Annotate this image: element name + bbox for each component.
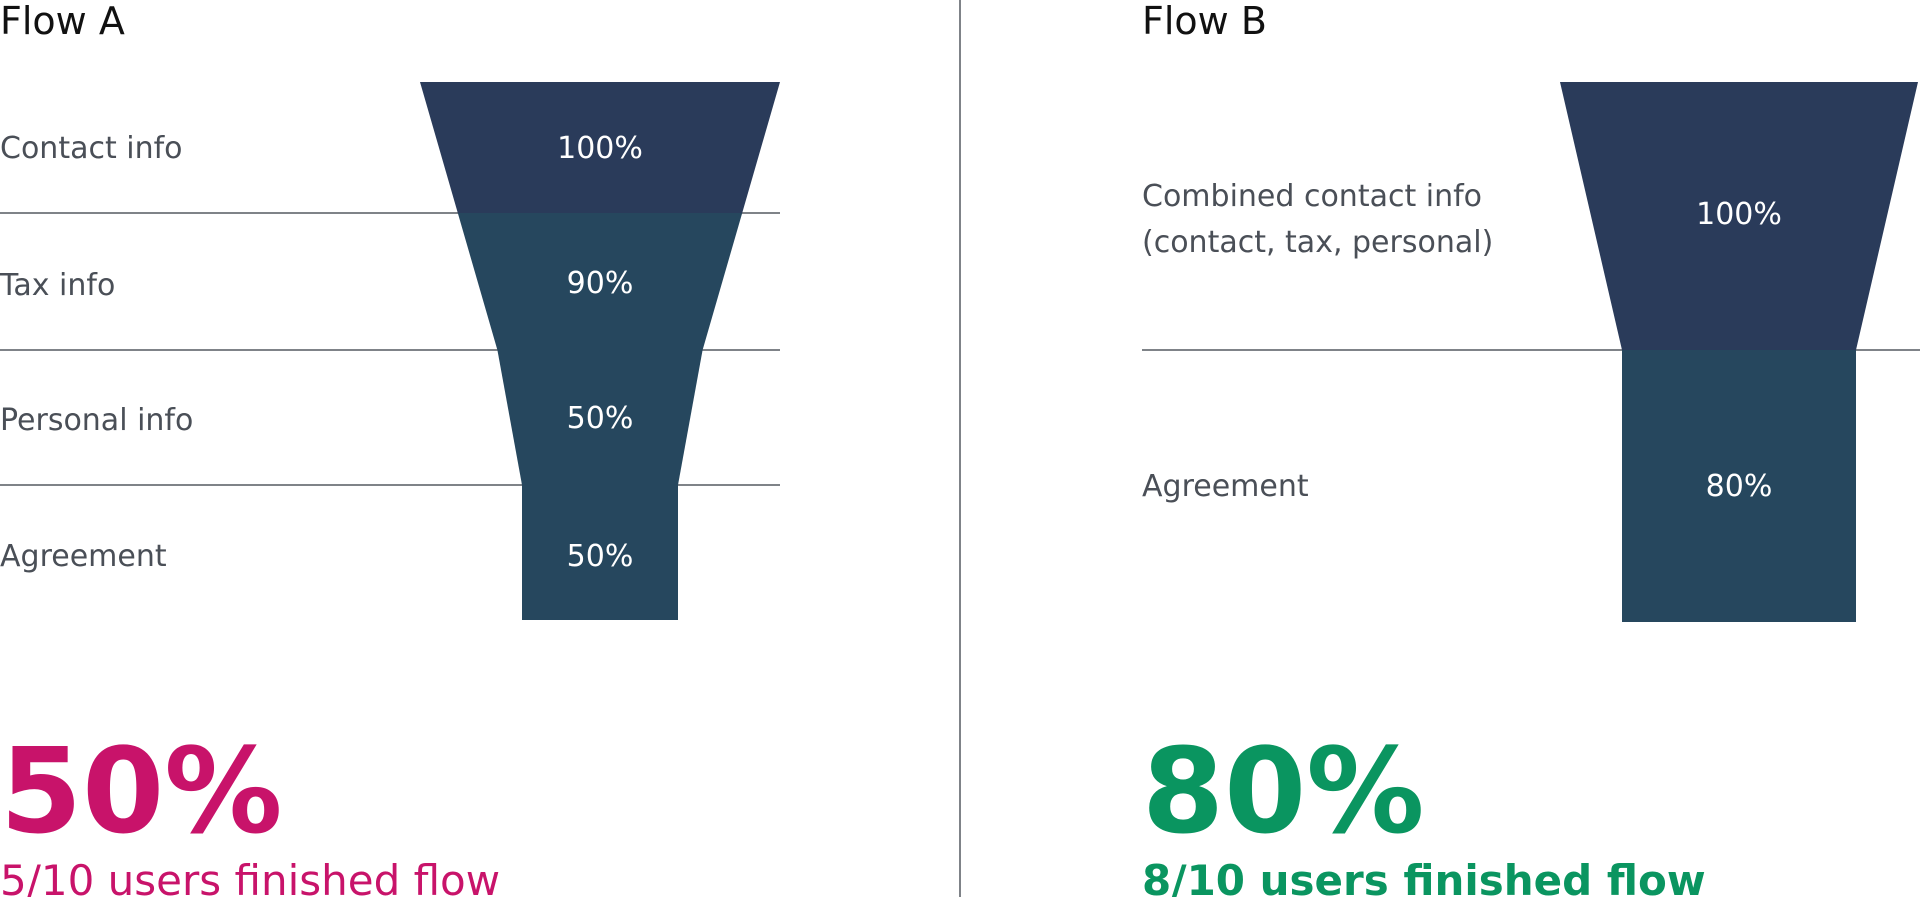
flow-a-completion-rate: 50% bbox=[0, 722, 282, 860]
flow-a-stage-value: 100% bbox=[557, 131, 643, 166]
flow-a-stage-label: Agreement bbox=[0, 539, 167, 574]
flow-a-stage-label: Contact info bbox=[0, 131, 183, 166]
flow-b-funnel-segment bbox=[1622, 350, 1856, 622]
flow-a-stage-label: Tax info bbox=[0, 268, 115, 303]
flow-a-stage-value: 90% bbox=[567, 266, 634, 301]
flow-b-completion-caption: 8/10 users finished flow bbox=[1142, 856, 1706, 897]
flow-a-funnel-segment bbox=[522, 485, 678, 620]
flow-a-stage-value: 50% bbox=[567, 401, 634, 436]
flow-a-title: Flow A bbox=[0, 0, 125, 43]
flow-a-panel: Flow A Contact info Tax info Personal in… bbox=[0, 0, 780, 897]
flow-b-funnel bbox=[1560, 82, 1918, 622]
flow-a-stage-value: 50% bbox=[567, 539, 634, 574]
flow-b-completion-rate: 80% bbox=[1142, 722, 1424, 860]
flow-a-funnel bbox=[420, 82, 780, 620]
flow-a-funnel-segment bbox=[457, 213, 743, 350]
flow-a-completion-caption: 5/10 users finished flow bbox=[0, 856, 500, 897]
flow-a-funnel-segment bbox=[497, 350, 703, 485]
flow-b-funnel-segment bbox=[1560, 82, 1918, 350]
flow-b-stage-value: 80% bbox=[1706, 469, 1773, 504]
flow-a-stage-label: Personal info bbox=[0, 403, 193, 438]
flow-b-stage-label: Agreement bbox=[1142, 469, 1309, 504]
flow-a-funnel-segment bbox=[420, 82, 780, 213]
flow-b-stage-value: 100% bbox=[1696, 197, 1782, 232]
flow-b-stage-label: Combined contact info(contact, tax, pers… bbox=[1142, 179, 1493, 260]
flow-b-title: Flow B bbox=[1142, 0, 1267, 43]
flow-b-panel: Flow B Combined contact info(contact, ta… bbox=[1142, 0, 1920, 897]
